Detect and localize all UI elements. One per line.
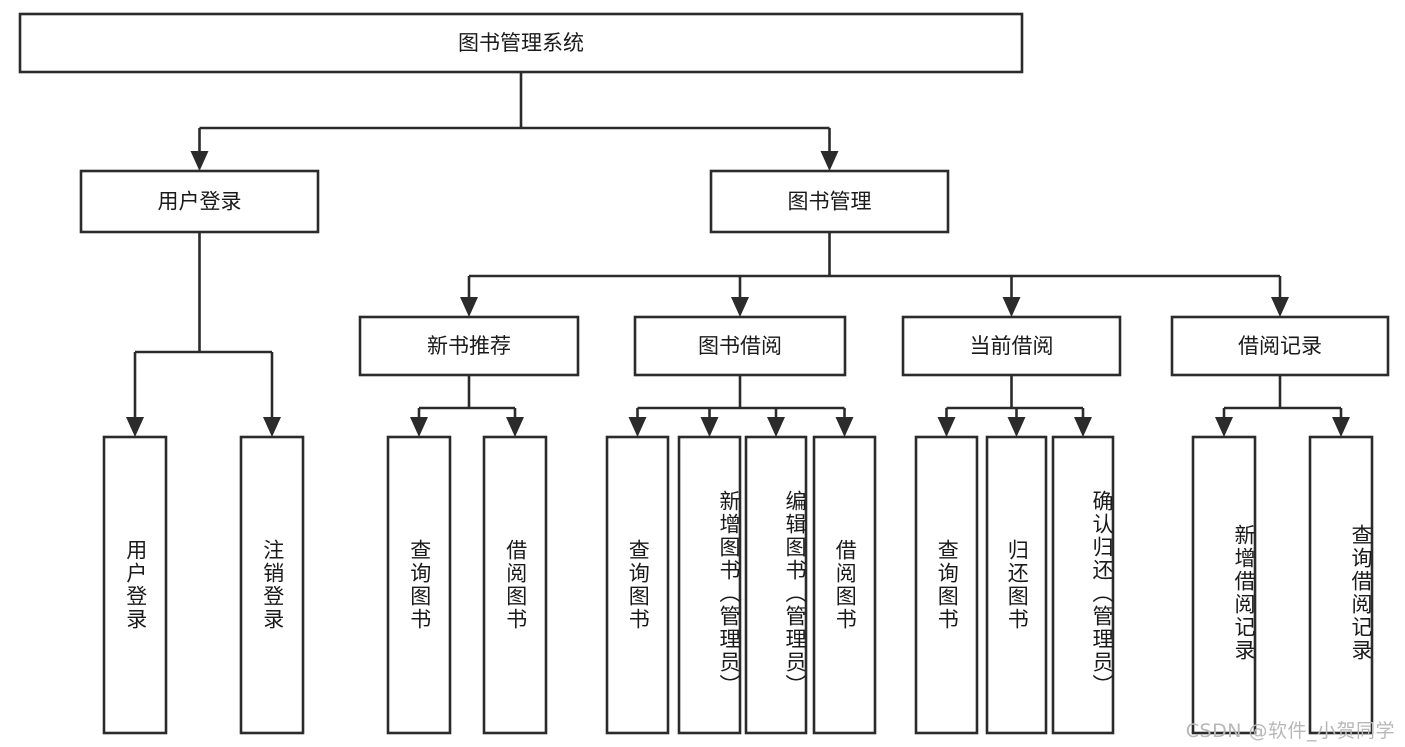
node-leaf-leaf-rec-add-record[interactable] bbox=[1191, 435, 1257, 735]
node-leaf-leaf-brw-query-book[interactable] bbox=[605, 435, 670, 735]
node-level3-borrow-record-label: 借阅记录 bbox=[1238, 334, 1322, 358]
node-leaf-leaf-brw-add-book[interactable] bbox=[677, 435, 742, 735]
arrow-head-icon bbox=[731, 297, 749, 317]
arrow-head-icon bbox=[460, 297, 478, 317]
arrow-head-icon bbox=[1002, 297, 1021, 317]
arrow-head-icon bbox=[937, 417, 956, 437]
node-level3-current-borrow[interactable]: 当前借阅 bbox=[901, 315, 1122, 377]
node-root-rect[interactable] bbox=[18, 12, 1024, 74]
node-level2-book-manage[interactable]: 图书管理 bbox=[709, 169, 950, 234]
node-leaf-leaf-rec-add-record-rect[interactable] bbox=[1191, 435, 1257, 735]
arrow-head-icon bbox=[1271, 297, 1289, 317]
node-level3-current-borrow-rect[interactable] bbox=[901, 315, 1122, 377]
arrow-head-icon bbox=[628, 417, 647, 437]
arrow-head-icon bbox=[126, 417, 144, 437]
node-level3-book-borrow-rect[interactable] bbox=[633, 315, 847, 377]
node-leaf-leaf-rec-query-book-rect[interactable] bbox=[386, 435, 452, 735]
node-level3-new-book-recommend-label: 新书推荐 bbox=[427, 334, 511, 358]
arrow-head-icon bbox=[700, 417, 719, 437]
node-level2-user-login-rect[interactable] bbox=[79, 169, 320, 234]
watermark-text: CSDN @软件_小贺同学 bbox=[1185, 720, 1395, 742]
node-leaf-leaf-brw-edit-book[interactable] bbox=[744, 435, 808, 735]
node-level3-new-book-recommend-rect[interactable] bbox=[358, 315, 580, 377]
node-leaf-leaf-cur-query-book-rect[interactable] bbox=[914, 435, 979, 735]
node-leaf-leaf-rec-query-record-rect[interactable] bbox=[1308, 435, 1374, 735]
node-leaf-leaf-brw-edit-book-rect[interactable] bbox=[744, 435, 808, 735]
node-level3-new-book-recommend[interactable]: 新书推荐 bbox=[358, 315, 580, 377]
arrow-head-icon bbox=[506, 417, 524, 437]
node-leaf-leaf-rec-borrow-book-rect[interactable] bbox=[482, 435, 548, 735]
arrow-head-icon bbox=[263, 417, 281, 437]
node-leaf-leaf-rec-query-book[interactable] bbox=[386, 435, 452, 735]
node-leaf-leaf-brw-borrow-book[interactable] bbox=[812, 435, 877, 735]
node-leaf-leaf-user-login[interactable] bbox=[102, 435, 168, 735]
node-leaf-leaf-rec-query-record[interactable] bbox=[1308, 435, 1374, 735]
node-leaf-leaf-brw-add-book-rect[interactable] bbox=[677, 435, 742, 735]
node-root[interactable]: 图书管理系统 bbox=[18, 12, 1024, 74]
node-leaf-leaf-user-login-rect[interactable] bbox=[102, 435, 168, 735]
node-level2-book-manage-rect[interactable] bbox=[709, 169, 950, 234]
arrow-head-icon bbox=[1332, 417, 1350, 437]
node-leaf-leaf-cur-return-book-rect[interactable] bbox=[985, 435, 1048, 735]
arrow-head-icon bbox=[190, 151, 209, 171]
connector-lines bbox=[126, 72, 1350, 437]
node-leaf-leaf-brw-borrow-book-rect[interactable] bbox=[812, 435, 877, 735]
arrow-head-icon bbox=[767, 417, 785, 437]
node-level2-user-login-label: 用户登录 bbox=[158, 190, 242, 214]
node-level3-book-borrow-label: 图书借阅 bbox=[698, 334, 782, 358]
node-leaf-leaf-cur-return-book[interactable] bbox=[985, 435, 1048, 735]
node-leaf-leaf-brw-query-book-rect[interactable] bbox=[605, 435, 670, 735]
node-leaf-leaf-cur-query-book[interactable] bbox=[914, 435, 979, 735]
node-leaf-leaf-cur-confirm-rect[interactable] bbox=[1051, 435, 1115, 735]
arrow-head-icon bbox=[1215, 417, 1233, 437]
node-leaf-leaf-rec-borrow-book[interactable] bbox=[482, 435, 548, 735]
node-leaf-leaf-user-logout[interactable] bbox=[239, 435, 305, 735]
node-level2-user-login[interactable]: 用户登录 bbox=[79, 169, 320, 234]
arrow-head-icon bbox=[410, 417, 428, 437]
node-level3-borrow-record-rect[interactable] bbox=[1170, 315, 1390, 377]
node-root-label: 图书管理系统 bbox=[458, 31, 584, 55]
arrow-head-icon bbox=[820, 151, 839, 171]
arrow-head-icon bbox=[1007, 417, 1026, 437]
node-level2-book-manage-label: 图书管理 bbox=[788, 190, 872, 214]
node-leaf-leaf-cur-confirm[interactable] bbox=[1051, 435, 1115, 735]
arrow-head-icon bbox=[835, 417, 854, 437]
node-level3-book-borrow[interactable]: 图书借阅 bbox=[633, 315, 847, 377]
arrow-head-icon bbox=[1074, 417, 1092, 437]
node-level3-borrow-record[interactable]: 借阅记录 bbox=[1170, 315, 1390, 377]
node-level3-current-borrow-label: 当前借阅 bbox=[970, 334, 1054, 358]
node-leaf-leaf-user-logout-rect[interactable] bbox=[239, 435, 305, 735]
